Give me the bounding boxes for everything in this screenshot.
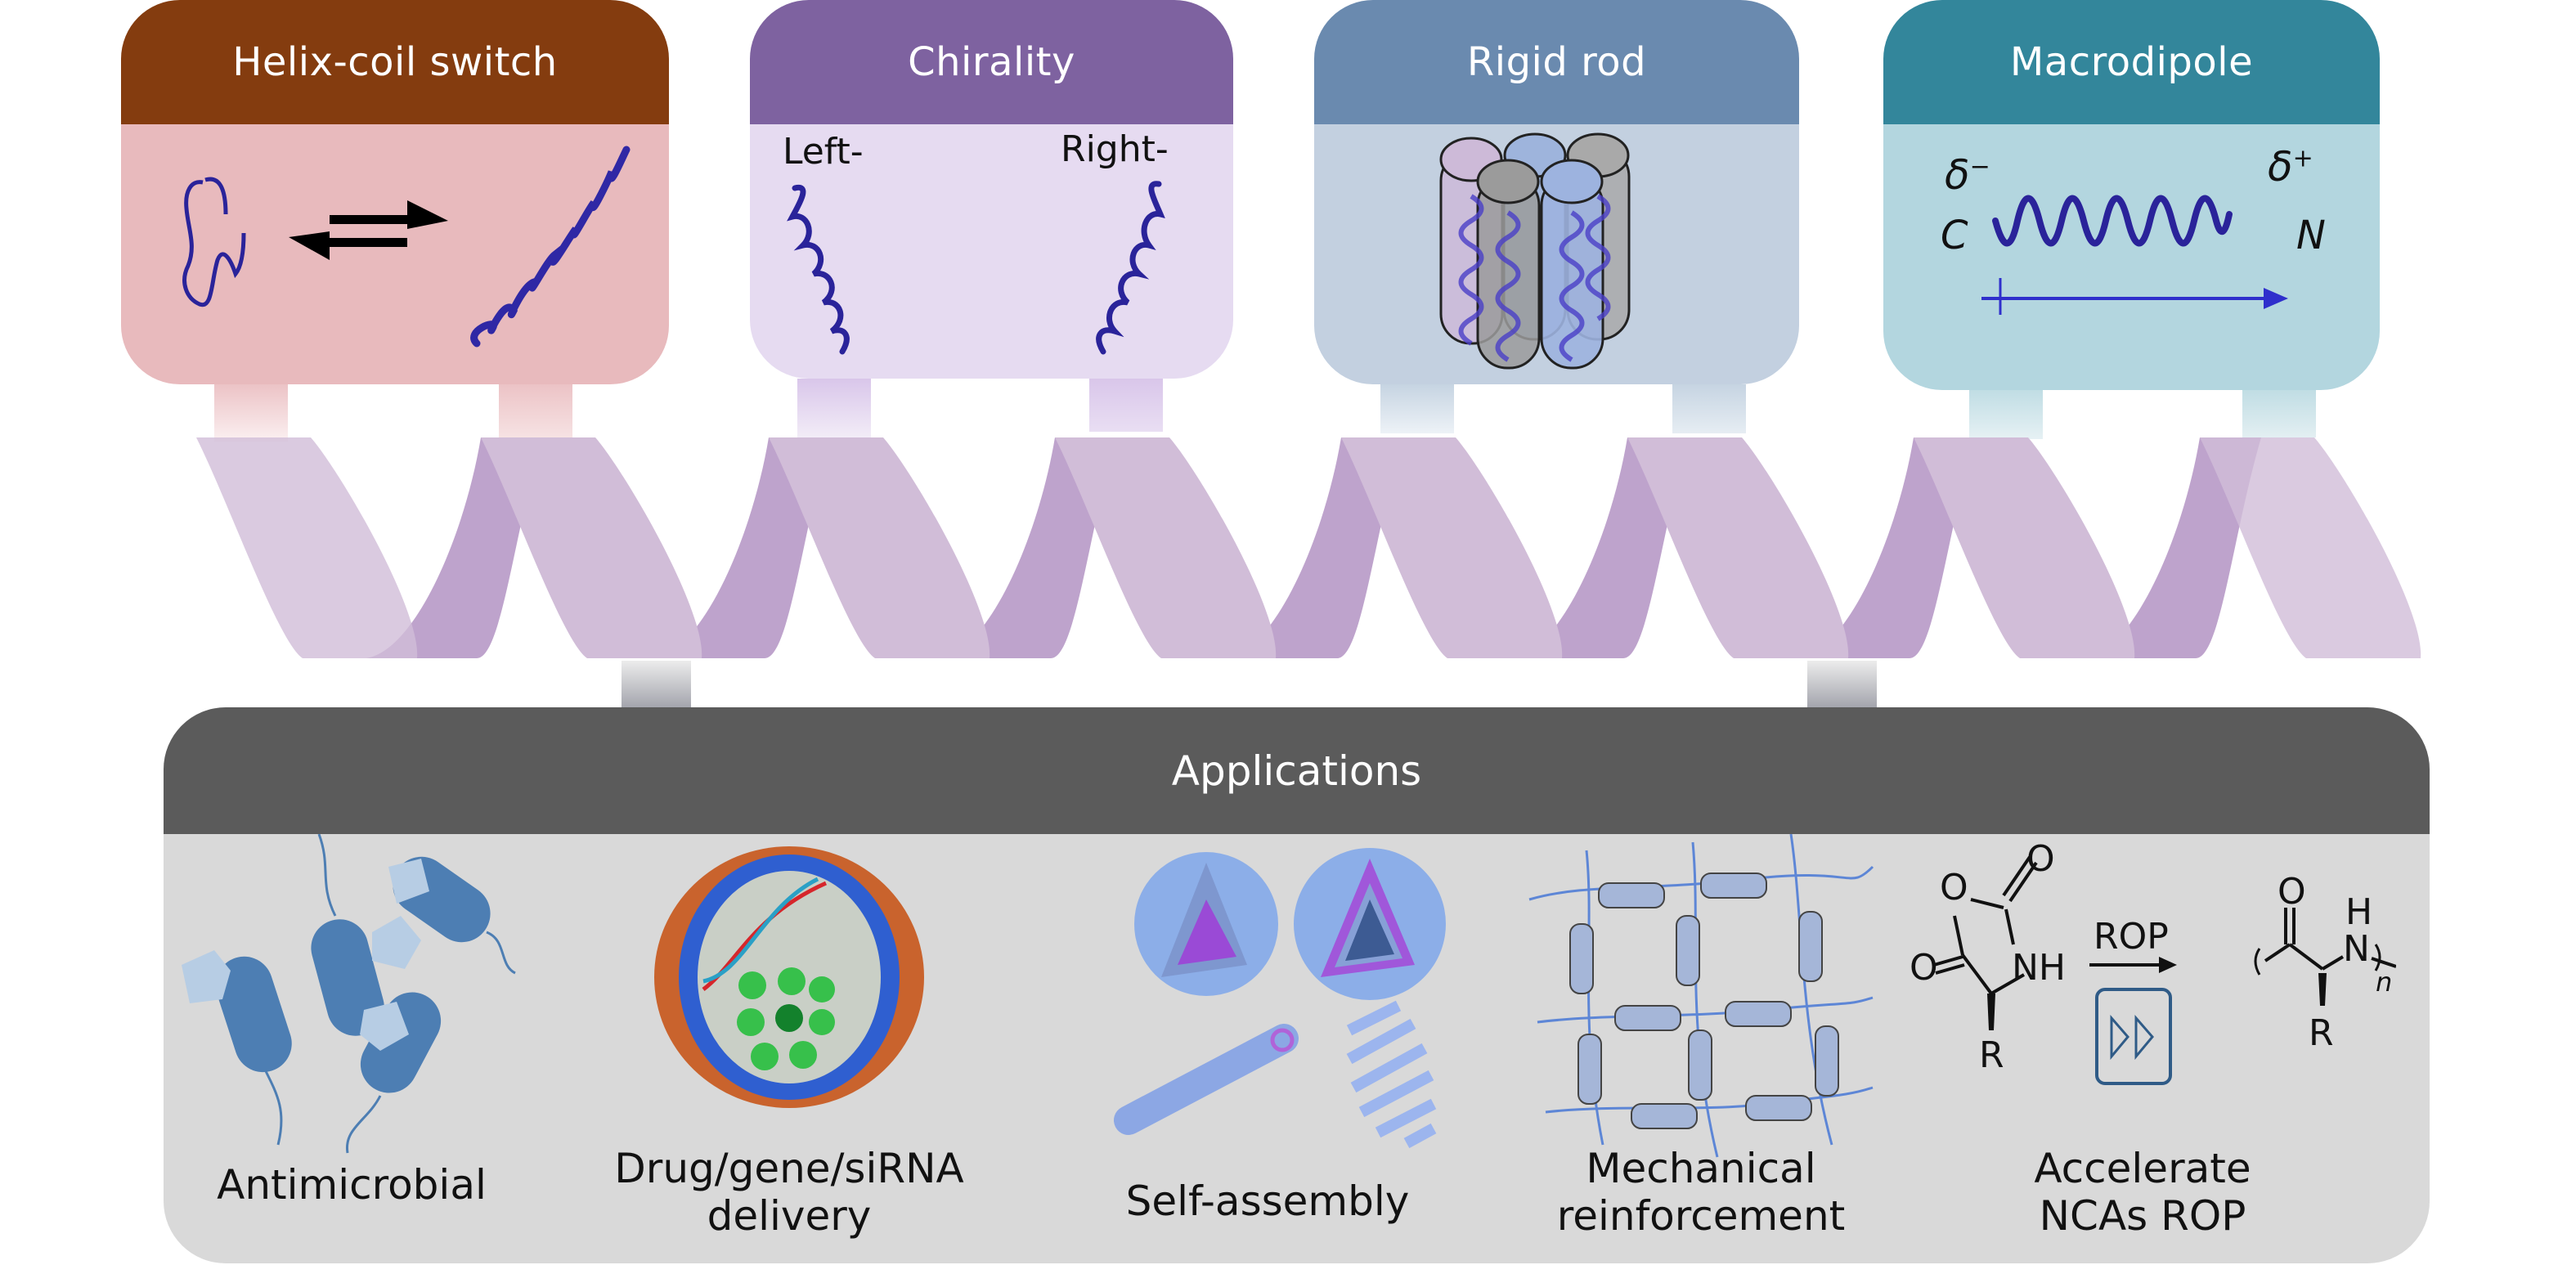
repeat-n-label: n [2376, 967, 2392, 998]
r-group-label: R [2309, 1012, 2334, 1054]
bacteria-icon [182, 834, 516, 1154]
nca-polymerization-icon: O O O NH R ROP O H N R n [1910, 838, 2396, 1085]
oxygen-label: O [2026, 838, 2055, 880]
helix-back-strand [654, 437, 830, 658]
applications-panel: Applications Antimicro [164, 707, 2430, 1263]
oxygen-label: O [1910, 947, 1938, 989]
connector [214, 384, 288, 442]
feature-title: Chirality [750, 0, 1233, 124]
connector [797, 379, 871, 437]
nanostructure-icon [1114, 848, 1446, 1149]
helix-front-strand [2200, 437, 2421, 658]
helix-front-strand [1914, 437, 2135, 658]
oxygen-label: O [2278, 871, 2306, 913]
r-group-label: R [1979, 1034, 2004, 1076]
feature-body [121, 124, 669, 384]
application-caption: Drug/gene/siRNA delivery [614, 1145, 964, 1240]
connector [1380, 384, 1454, 433]
left-right-helix-icon [787, 181, 1165, 355]
nh-label: NH [2012, 947, 2066, 989]
application-caption: Antimicrobial [217, 1161, 487, 1209]
connector [622, 661, 691, 707]
connector [1969, 390, 2043, 439]
rop-arrow-label: ROP [2094, 916, 2169, 958]
delta-plus-label: δ+ [2268, 143, 2313, 191]
applications-title: Applications [164, 707, 2430, 834]
network-icon [1528, 834, 1874, 1158]
connector [1089, 379, 1163, 432]
helix-back-strand [2085, 437, 2261, 658]
application-nca-rop: O O O NH R ROP O H N R n Accelerate NCAs… [1889, 834, 2396, 1263]
rod-bundle-icon [1439, 132, 1631, 370]
helix-front-strand [196, 437, 418, 658]
feature-title: Rigid rod [1314, 0, 1799, 124]
feature-panel-helix-coil: Helix-coil switch [121, 0, 669, 384]
application-caption: Accelerate NCAs ROP [2034, 1145, 2251, 1240]
connector [499, 384, 572, 437]
helix-back-strand [940, 437, 1116, 658]
application-caption: Self-assembly [1125, 1178, 1410, 1225]
helix-front-strand [1627, 437, 1849, 658]
helix-front-strand [1055, 437, 1277, 658]
helix-back-strand [366, 437, 542, 658]
vesicle-icon [654, 846, 924, 1108]
delta-minus-label: δ− [1945, 151, 1990, 199]
n-terminus-label: N [2296, 213, 2326, 258]
feature-panel-chirality: Chirality Left- Right- [750, 0, 1233, 379]
fast-forward-icon [2095, 988, 2172, 1085]
hydrogen-label: H [2345, 891, 2372, 933]
oxygen-label: O [1940, 867, 1968, 908]
helix-front-strand [1341, 437, 1563, 658]
connector [2242, 390, 2316, 437]
helix-back-strand [1513, 437, 1689, 658]
helix-ribbon [196, 437, 2421, 658]
left-handed-label: Left- [783, 131, 864, 173]
dipole-arrow-icon [1981, 195, 2288, 315]
right-handed-label: Right- [1061, 128, 1169, 170]
feature-title: Helix-coil switch [121, 0, 669, 124]
application-delivery: Drug/gene/siRNA delivery [589, 834, 990, 1263]
connector [1672, 384, 1746, 433]
application-antimicrobial: Antimicrobial [164, 834, 540, 1263]
application-self-assembly: Self-assembly [1022, 834, 1513, 1263]
connector [1807, 661, 1877, 707]
feature-panel-macrodipole: Macrodipole δ− δ+ C N [1883, 0, 2380, 390]
feature-body [750, 124, 1233, 379]
helix-front-strand [481, 437, 702, 658]
nitrogen-label: N [2343, 928, 2370, 970]
application-caption: Mechanical reinforcement [1556, 1145, 1846, 1240]
helix-front-strand [769, 437, 990, 658]
helix-back-strand [1799, 437, 1975, 658]
helix-coil-equilibrium-icon [182, 146, 631, 348]
application-mechanical: Mechanical reinforcement [1521, 834, 1881, 1263]
feature-body [1883, 124, 2380, 390]
feature-title: Macrodipole [1883, 0, 2380, 124]
helix-back-strand [1227, 437, 1402, 658]
feature-panel-rigid-rod: Rigid rod [1314, 0, 1799, 384]
c-terminus-label: C [1941, 213, 1968, 258]
